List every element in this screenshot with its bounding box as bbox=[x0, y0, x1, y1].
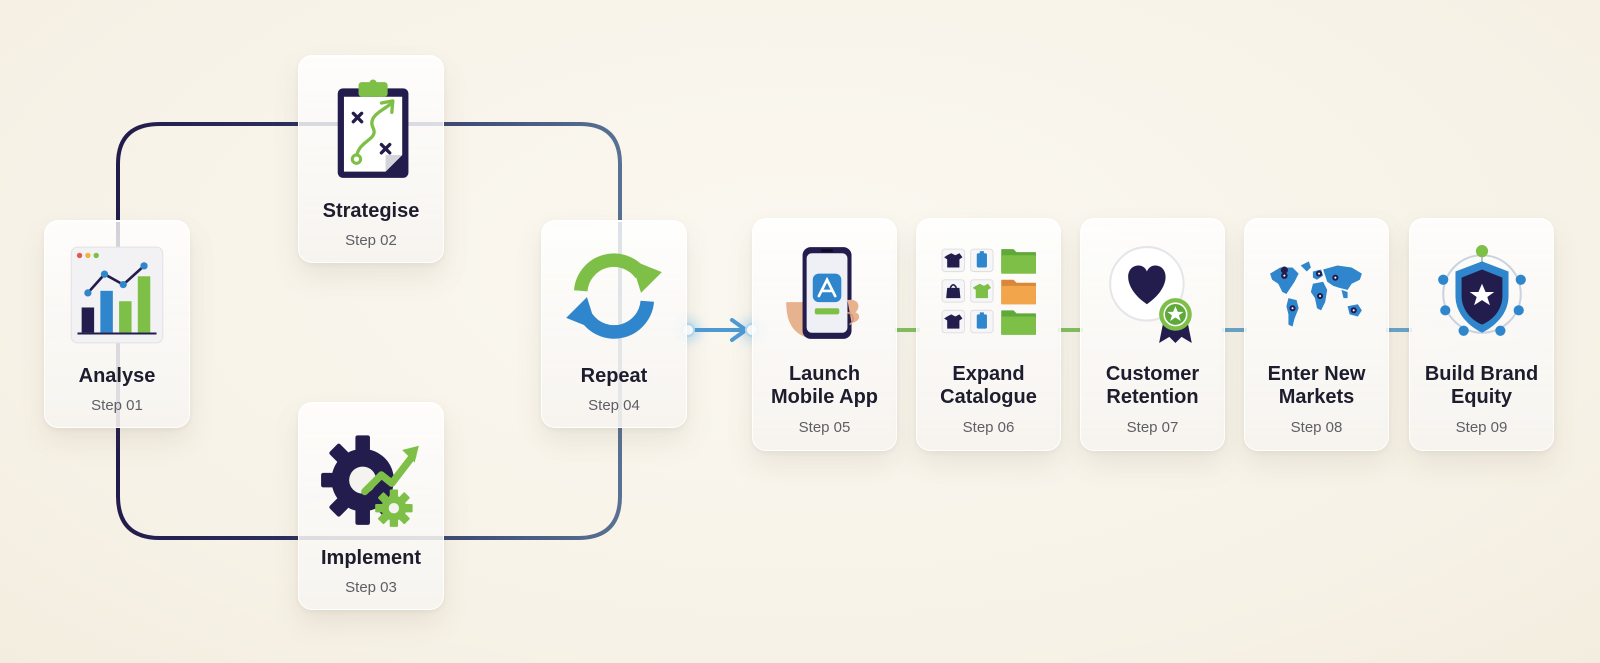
analytics-chart-icon bbox=[70, 246, 164, 344]
strategy-clipboard-icon bbox=[337, 79, 409, 178]
product-catalogue-icon bbox=[941, 248, 1036, 335]
mobile-app-icon bbox=[785, 247, 859, 339]
step-title: Analyse bbox=[78, 365, 156, 387]
refresh-cycle-icon bbox=[566, 253, 662, 339]
step-number: Step 03 bbox=[345, 579, 397, 596]
step-card-launch-mobile-app[interactable]: Launch Mobile App Step 05 bbox=[752, 218, 897, 451]
step-number: Step 05 bbox=[798, 419, 851, 436]
step-title: Enter New Markets bbox=[1267, 363, 1366, 408]
step-number: Step 01 bbox=[91, 397, 143, 414]
step-card-analyse[interactable]: Analyse Step 01 bbox=[44, 220, 190, 428]
step-card-strategise[interactable]: Strategise Step 02 bbox=[298, 55, 444, 263]
step-number: Step 06 bbox=[962, 419, 1015, 436]
step-card-build-brand-equity[interactable]: Build Brand Equity Step 09 bbox=[1409, 218, 1554, 451]
step-card-repeat[interactable]: Repeat Step 04 bbox=[541, 220, 687, 428]
heart-badge-icon bbox=[1108, 246, 1192, 343]
step-card-implement[interactable]: Implement Step 03 bbox=[298, 402, 444, 610]
step-number: Step 02 bbox=[345, 232, 397, 249]
step-number: Step 04 bbox=[588, 397, 640, 414]
step-number: Step 08 bbox=[1290, 419, 1343, 436]
step-title: Build Brand Equity bbox=[1424, 363, 1539, 408]
step-title: Customer Retention bbox=[1105, 363, 1200, 408]
step-title: Launch Mobile App bbox=[770, 363, 879, 408]
brand-shield-icon bbox=[1437, 245, 1526, 336]
step-title: Repeat bbox=[580, 365, 648, 387]
step-card-expand-catalogue[interactable]: Expand Catalogue Step 06 bbox=[916, 218, 1061, 451]
world-map-icon bbox=[1269, 261, 1362, 327]
loop-track bbox=[116, 122, 622, 540]
transition-arrow-icon bbox=[677, 318, 763, 342]
step-number: Step 07 bbox=[1126, 419, 1179, 436]
step-title: Strategise bbox=[322, 200, 420, 222]
step-title: Implement bbox=[320, 547, 422, 569]
gear-growth-icon bbox=[321, 435, 419, 527]
step-number: Step 09 bbox=[1455, 419, 1508, 436]
step-card-customer-retention[interactable]: Customer Retention Step 07 bbox=[1080, 218, 1225, 451]
step-card-enter-new-markets[interactable]: Enter New Markets Step 08 bbox=[1244, 218, 1389, 451]
step-title: Expand Catalogue bbox=[940, 363, 1037, 408]
